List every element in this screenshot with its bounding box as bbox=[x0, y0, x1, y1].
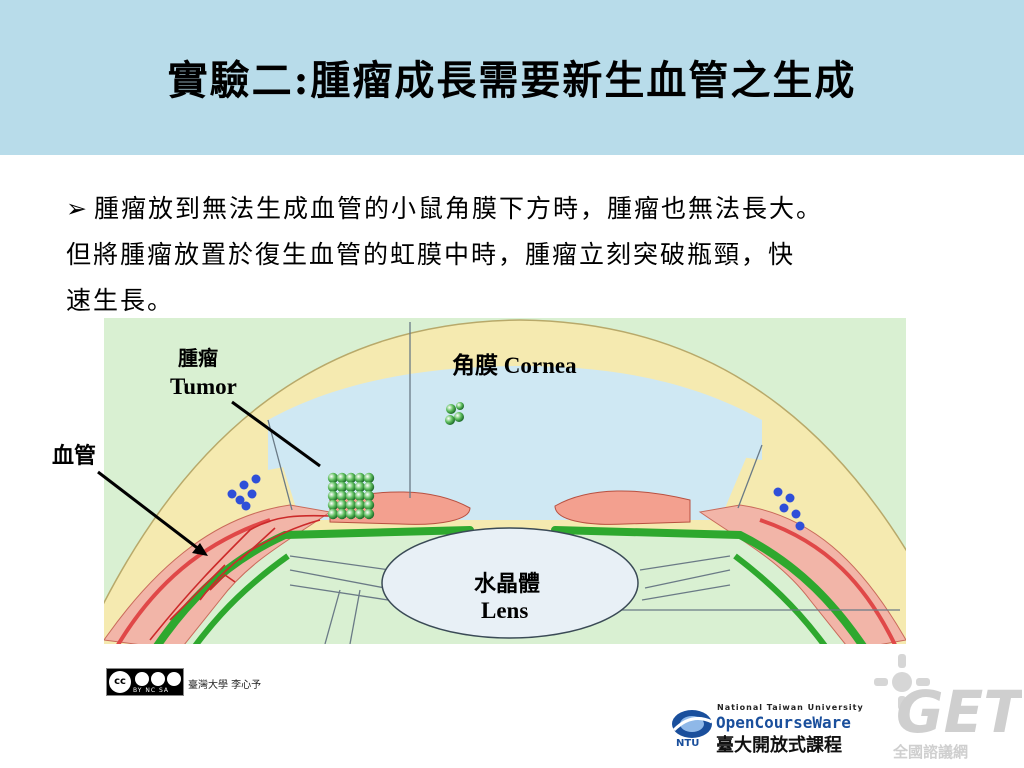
lens-label-zh: 水晶體 bbox=[474, 571, 541, 596]
ntu-logo-icon bbox=[672, 710, 713, 738]
by-icon bbox=[135, 672, 149, 686]
title-banner bbox=[0, 0, 1024, 155]
lens-shape bbox=[381, 527, 639, 639]
lens-label-en: Lens bbox=[481, 598, 529, 623]
ocw-title-zh: 臺大開放式課程 bbox=[716, 735, 842, 756]
svg-text:GET: GET bbox=[896, 678, 1022, 746]
tumor-cell bbox=[363, 472, 375, 484]
author-credit: 臺灣大學 李心予 bbox=[188, 680, 262, 691]
left-outer-red-line bbox=[116, 518, 271, 644]
tumor-label-zh: 腫瘤 bbox=[178, 348, 218, 370]
ntu-abbr: NTU bbox=[676, 738, 700, 749]
tumor-cell bbox=[345, 508, 357, 520]
tumor-cell bbox=[363, 499, 375, 511]
slide-body: ➢腫瘤放到無法生成血管的小鼠角膜下方時，腫瘤也無法長大。 但將腫瘤放置於復生血管… bbox=[66, 186, 1016, 324]
tumor-cell bbox=[354, 499, 366, 511]
right-retina-line bbox=[733, 553, 828, 644]
cc-icon: cc bbox=[109, 671, 131, 693]
tumor-cell bbox=[327, 499, 339, 511]
tumor-cell bbox=[336, 490, 348, 502]
bullet-arrow-icon: ➢ bbox=[66, 194, 89, 223]
tumor-cell bbox=[354, 508, 366, 520]
sa-icon bbox=[167, 672, 181, 686]
tumor-cell bbox=[336, 499, 348, 511]
right-iris bbox=[554, 490, 691, 525]
vessel-pointer-line bbox=[97, 470, 201, 552]
nc-icon bbox=[151, 672, 165, 686]
tumor-cell bbox=[363, 508, 375, 520]
tumor-cell bbox=[327, 490, 339, 502]
left-retina-line bbox=[192, 553, 290, 644]
blue-cells-right bbox=[773, 487, 805, 531]
vessel-arrow-icon bbox=[192, 543, 208, 556]
tumor-cell bbox=[354, 490, 366, 502]
tumor-cell bbox=[327, 481, 339, 493]
slide-title: 實驗二:腫瘤成長需要新生血管之生成 bbox=[167, 57, 857, 104]
tumor-cell bbox=[327, 472, 339, 484]
tumor-label-en: Tumor bbox=[170, 374, 237, 399]
tumor-cell bbox=[327, 508, 339, 520]
small-tumor bbox=[445, 402, 464, 425]
paragraph-line-1-text: 腫瘤放到無法生成血管的小鼠角膜下方時，腫瘤也無法長大。 bbox=[94, 194, 824, 223]
tumor-cell bbox=[354, 481, 366, 493]
tumor-cell bbox=[336, 508, 348, 520]
tumor-cell bbox=[345, 490, 357, 502]
paragraph-line-3: 速生長。 bbox=[66, 286, 175, 315]
ocw-title-en: OpenCourseWare bbox=[716, 713, 851, 732]
zonule-fibers bbox=[267, 322, 900, 644]
right-iris-pigment bbox=[551, 526, 867, 644]
left-iris-pigment bbox=[153, 526, 474, 644]
tumor-cell bbox=[345, 481, 357, 493]
tumor-cell bbox=[345, 472, 357, 484]
vessel-label: 血管 bbox=[52, 443, 97, 468]
blood-vessels bbox=[149, 514, 331, 641]
blue-cells-left bbox=[227, 474, 261, 511]
ntu-name: National Taiwan University bbox=[717, 703, 864, 712]
cornea-label: 角膜 Cornea bbox=[452, 353, 577, 378]
get-caption: 全國諮議網 bbox=[893, 743, 969, 761]
get-logo-icon: GET bbox=[874, 654, 1022, 746]
tumor-cell bbox=[336, 472, 348, 484]
license-tags: BY NC SA bbox=[133, 687, 169, 694]
tumor-cell bbox=[354, 472, 366, 484]
tumor-pointer-line bbox=[231, 400, 321, 468]
tumor-cell bbox=[345, 499, 357, 511]
tumor-cell bbox=[336, 481, 348, 493]
paragraph-line-2: 但將腫瘤放置於復生血管的虹膜中時，腫瘤立刻突破瓶頸，快 bbox=[66, 240, 796, 269]
cc-license-badge: cc BY NC SA bbox=[106, 668, 184, 696]
tumor-cell bbox=[363, 481, 375, 493]
paragraph-line-1: ➢腫瘤放到無法生成血管的小鼠角膜下方時，腫瘤也無法長大。 bbox=[66, 186, 1016, 232]
large-tumor bbox=[327, 472, 375, 520]
tumor-cell bbox=[363, 490, 375, 502]
right-outer-red-line bbox=[759, 518, 897, 644]
